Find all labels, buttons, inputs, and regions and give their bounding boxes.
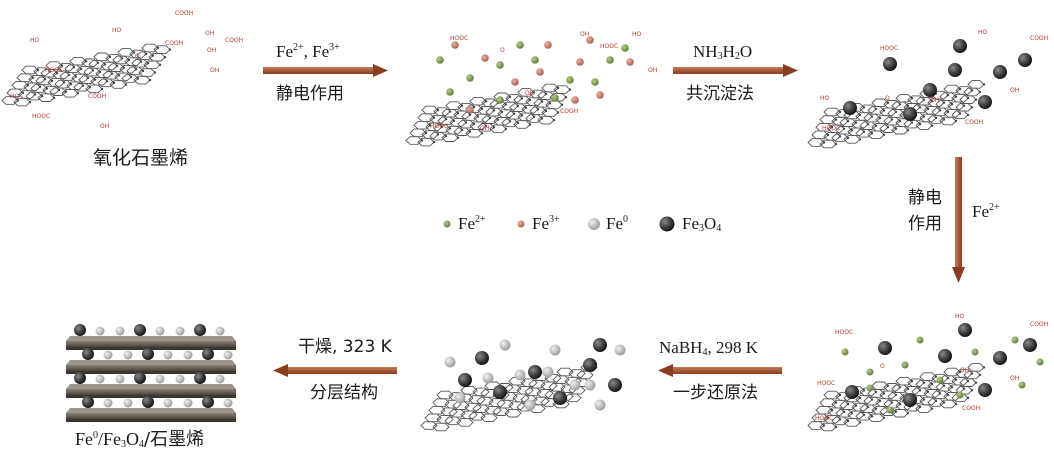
svg-text:COOH: COOH bbox=[1030, 321, 1048, 328]
legend-fe3o4-label: Fe3O4 bbox=[682, 214, 722, 234]
svg-text:HOOC: HOOC bbox=[32, 113, 50, 120]
step1-reagents: Fe2+, Fe3+ bbox=[276, 42, 340, 61]
legend-fe0-label: Fe0 bbox=[606, 214, 628, 233]
svg-text:OH: OH bbox=[207, 47, 216, 54]
svg-text:HOOC: HOOC bbox=[835, 329, 853, 336]
arrow-right-2 bbox=[673, 64, 798, 77]
svg-text:HOOC: HOOC bbox=[45, 67, 63, 74]
svg-text:HOOC: HOOC bbox=[822, 125, 840, 132]
go-with-fe-ions-sheet: HOOC OH HOOC HO OH HOOC OH COOH O OH bbox=[405, 31, 657, 147]
svg-text:HOOC: HOOC bbox=[815, 415, 833, 422]
legend-fe2-label: Fe2+ bbox=[458, 214, 486, 233]
step5-method: 分层结构 bbox=[310, 383, 378, 403]
svg-text:OH: OH bbox=[1010, 375, 1019, 382]
svg-text:HO: HO bbox=[820, 95, 830, 102]
arrow-down bbox=[952, 157, 965, 283]
svg-text:O: O bbox=[885, 95, 890, 102]
svg-text:OH: OH bbox=[100, 123, 109, 130]
svg-text:HO: HO bbox=[10, 93, 20, 100]
svg-text:COOH: COOH bbox=[560, 108, 578, 115]
svg-text:HOOC: HOOC bbox=[880, 45, 898, 52]
svg-text:OH: OH bbox=[648, 67, 657, 74]
legend-fe3o4-dot bbox=[659, 216, 675, 232]
step1-method: 静电作用 bbox=[276, 84, 344, 104]
svg-text:OH: OH bbox=[480, 125, 489, 132]
svg-text:HO: HO bbox=[978, 29, 988, 36]
svg-text:HOOC: HOOC bbox=[450, 35, 468, 42]
svg-text:COOH: COOH bbox=[965, 119, 983, 126]
arrow-left-1 bbox=[658, 364, 782, 377]
svg-text:OH: OH bbox=[525, 90, 534, 97]
svg-text:OH: OH bbox=[960, 367, 969, 374]
legend-fe3-dot bbox=[517, 220, 525, 228]
svg-text:COOH: COOH bbox=[962, 405, 980, 412]
go-caption: 氧化石墨烯 bbox=[93, 147, 189, 169]
step4-method: 一步还原法 bbox=[673, 383, 758, 403]
svg-text:COOH: COOH bbox=[225, 37, 243, 44]
step5-condition: 干燥, 323 K bbox=[298, 337, 392, 357]
svg-text:O: O bbox=[880, 363, 885, 370]
svg-text:COOH: COOH bbox=[88, 93, 106, 100]
svg-text:HOOC: HOOC bbox=[600, 43, 618, 50]
layered-structure bbox=[66, 324, 236, 422]
svg-text:COOH: COOH bbox=[1030, 35, 1048, 42]
graphene-oxide-sheet: COOH COOH OH HO HO HOOC HOOC COOH COOH OH O HO OH OH bbox=[1, 10, 243, 130]
step3-method-line1: 静电 bbox=[908, 188, 942, 208]
svg-text:HO: HO bbox=[112, 27, 122, 34]
svg-text:COOH: COOH bbox=[165, 40, 183, 47]
legend-fe2-dot bbox=[443, 220, 451, 228]
svg-text:HO: HO bbox=[30, 37, 40, 44]
legend-fe3-label: Fe3+ bbox=[532, 214, 560, 233]
step3-method-line2: 作用 bbox=[908, 214, 942, 234]
arrow-right-1 bbox=[263, 64, 388, 77]
svg-text:OH: OH bbox=[210, 67, 219, 74]
svg-text:COOH: COOH bbox=[175, 10, 193, 17]
step4-reagent: NaBH4, 298 K bbox=[659, 338, 758, 358]
svg-text:O: O bbox=[500, 47, 505, 54]
svg-text:O: O bbox=[135, 53, 140, 60]
final-caption: Fe0/Fe3O4/石墨烯 bbox=[75, 429, 205, 450]
arrow-left-2 bbox=[273, 364, 397, 377]
step3-reagent: Fe2+ bbox=[972, 202, 1000, 221]
go-fe3o4-fe2-sheet: HOOC HO COOH HOOC HOOC O OH COOH OH bbox=[807, 313, 1048, 432]
go-with-fe3o4-sheet: HOOC HO COOH HOOC O OH COOH OH HO bbox=[807, 29, 1048, 149]
svg-text:HO: HO bbox=[955, 313, 965, 320]
svg-text:HOOC: HOOC bbox=[430, 123, 448, 130]
svg-text:OH: OH bbox=[580, 31, 589, 38]
step2-reagent: NH3H2O bbox=[693, 42, 753, 62]
svg-text:OH: OH bbox=[930, 97, 939, 104]
svg-text:HOOC: HOOC bbox=[817, 380, 835, 387]
svg-text:HO: HO bbox=[632, 31, 642, 38]
svg-text:OH: OH bbox=[1010, 87, 1019, 94]
legend-fe0-dot bbox=[588, 218, 600, 230]
reduced-sheet-fe0-fe3o4 bbox=[420, 338, 626, 432]
step2-method: 共沉淀法 bbox=[686, 84, 754, 104]
svg-text:OH: OH bbox=[205, 30, 214, 37]
